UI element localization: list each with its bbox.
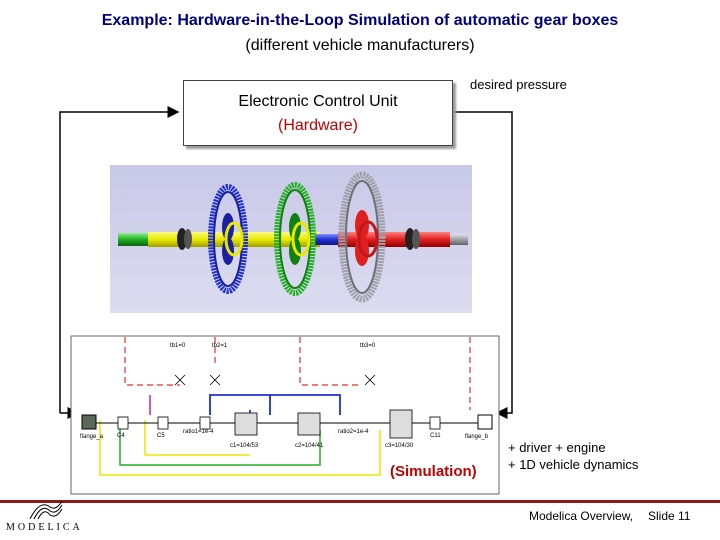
schematic-frame xyxy=(70,335,500,495)
slide-subtitle: (different vehicle manufacturers) xyxy=(245,37,475,54)
label-c1: c1=104/53 xyxy=(230,443,259,449)
footer-presentation: Modelica Overview, xyxy=(529,509,634,523)
modelica-logo-text: MODELICA xyxy=(6,522,83,533)
loop-line-right xyxy=(454,111,513,419)
label-flange-b: flange_b xyxy=(465,434,489,440)
label-c3: c3=104/30 xyxy=(385,443,414,449)
driver-engine-text: + driver + engine xyxy=(508,440,606,455)
shaft-gray-end xyxy=(450,234,468,245)
brake-symbols xyxy=(174,374,376,386)
modelica-logo-icon xyxy=(29,500,63,520)
flange-a-box xyxy=(81,414,97,430)
shaft-red xyxy=(338,232,450,247)
label-ratio2: ratio2=1e-4 xyxy=(338,429,369,435)
modelica-schematic: flange_a flange_b C4 C5 C11 c1=104/53 c2… xyxy=(70,335,500,495)
desired-pressure-label: desired pressure xyxy=(470,77,567,92)
flange-b-box xyxy=(477,414,493,430)
slide-title: Example: Hardware-in-the-Loop Simulation… xyxy=(101,12,619,29)
vehicle-dynamics-text: + 1D vehicle dynamics xyxy=(508,457,639,472)
gear-set-gray xyxy=(338,171,386,303)
ecu-box: Electronic Control Unit (Hardware) xyxy=(183,80,453,146)
gear-set-blue xyxy=(208,184,248,294)
shaft-blue xyxy=(315,234,343,245)
simulation-label: (Simulation) xyxy=(390,463,477,480)
clutch-1 xyxy=(177,228,192,250)
label-ratio1: ratio1=1e-4 xyxy=(183,429,214,435)
ecu-hardware-label: (Hardware) xyxy=(277,117,358,134)
component-symbols xyxy=(117,409,441,439)
label-flange-a: flange_a xyxy=(80,434,104,440)
control-lines xyxy=(124,337,471,410)
gear-set-green xyxy=(274,182,316,296)
clutch-2 xyxy=(405,228,420,250)
gearbox-3d-view xyxy=(110,165,472,313)
loop-line-left xyxy=(59,106,180,413)
label-c11: C11 xyxy=(430,433,441,439)
green-connections xyxy=(119,420,321,466)
label-tb1: tb1=0 xyxy=(170,343,186,349)
footer-divider xyxy=(0,500,720,503)
label-c4: C4 xyxy=(117,433,125,439)
label-c2: c2=104/41 xyxy=(295,443,324,449)
ecu-title: Electronic Control Unit xyxy=(238,93,398,110)
shaft-green xyxy=(118,233,148,246)
footer-slide-number: Slide 11 xyxy=(648,509,691,523)
label-tb3: tb3=0 xyxy=(360,343,376,349)
label-c5: C5 xyxy=(157,433,165,439)
yellow-connections xyxy=(99,420,381,476)
label-tb2: tb2=1 xyxy=(212,343,228,349)
